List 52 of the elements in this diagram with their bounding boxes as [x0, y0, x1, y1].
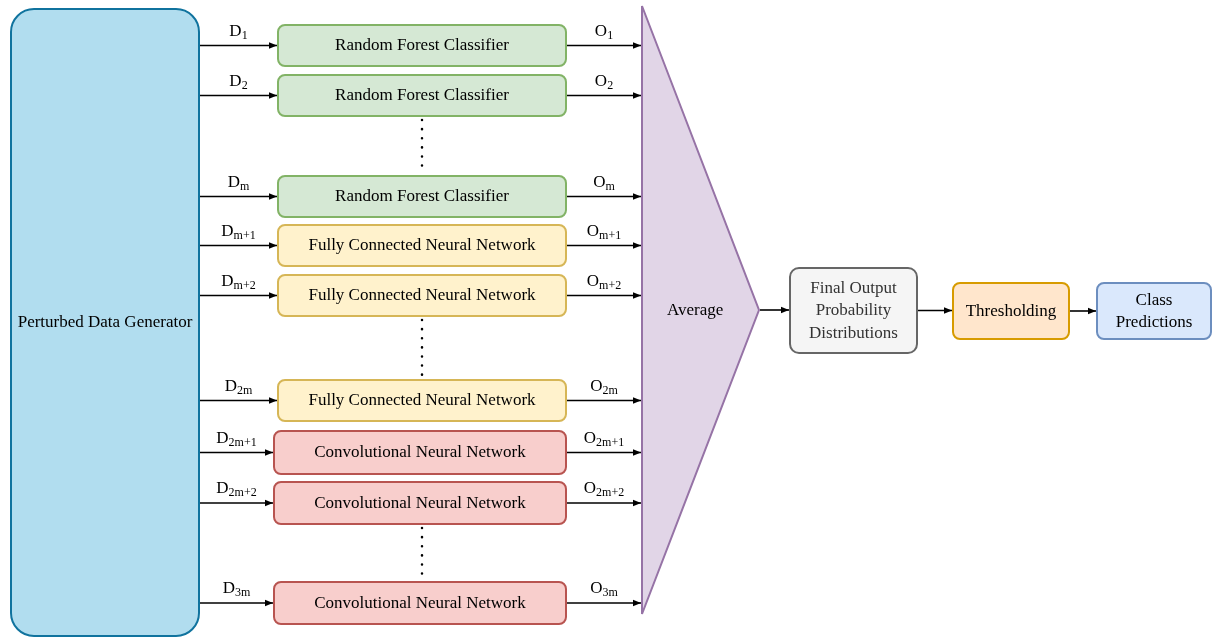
arrow: [199, 499, 274, 507]
process-box: [273, 481, 567, 525]
process-box: [1096, 282, 1212, 340]
node-label: Class Predictions: [1114, 288, 1194, 333]
arrow: [199, 242, 278, 249]
process-box: [277, 24, 567, 67]
arrow: [566, 499, 642, 507]
arrow: [199, 449, 274, 456]
node-label: Perturbed Data Generator: [17, 311, 193, 334]
process-box: [277, 224, 567, 267]
node-label: Final Output Probability Distributions: [808, 277, 899, 344]
arrow: [566, 193, 642, 200]
process-box: [273, 430, 567, 475]
arrow: [566, 599, 642, 607]
edge-label: D$_{3m}$: [221, 579, 252, 596]
arrow: [1069, 307, 1097, 315]
process-box: [952, 282, 1070, 340]
node-label: Convolutional Neural Network: [314, 591, 526, 614]
process-box: [789, 267, 918, 354]
node-label: Random Forest Classifier: [335, 84, 509, 107]
process-box: [277, 175, 567, 218]
node-label: Fully Connected Neural Network: [308, 389, 536, 412]
process-box: [277, 379, 567, 422]
process-box: [277, 274, 567, 317]
edge-label: O$_{3m}$: [589, 579, 619, 596]
arrow: [759, 306, 790, 314]
edge-label: O$_{2m+2}$: [582, 479, 626, 496]
arrow: [199, 397, 278, 404]
arrow: [566, 42, 642, 49]
arrow: [199, 292, 278, 299]
process-box: [277, 74, 567, 117]
edge-label: D$_{2m+2}$: [215, 479, 258, 496]
node-label: Convolutional Neural Network: [314, 441, 526, 464]
process-box: [273, 581, 567, 625]
arrow: [199, 599, 274, 607]
arrow: [566, 242, 642, 249]
arrow: [566, 292, 642, 299]
arrow: [199, 193, 278, 200]
arrow: [566, 397, 642, 404]
arrow: [917, 307, 953, 314]
node-label: Fully Connected Neural Network: [308, 234, 536, 257]
generator-box: [10, 8, 200, 637]
node-label: Random Forest Classifier: [335, 185, 509, 208]
node-label: Convolutional Neural Network: [314, 491, 526, 514]
node-label: Random Forest Classifier: [335, 34, 509, 57]
arrow: [566, 449, 642, 456]
arrow: [566, 92, 642, 99]
node-label: Thresholding: [965, 299, 1057, 322]
node-label: Fully Connected Neural Network: [308, 284, 536, 307]
arrow: [199, 92, 278, 99]
node-label: Average: [667, 298, 724, 321]
arrow: [199, 42, 278, 49]
